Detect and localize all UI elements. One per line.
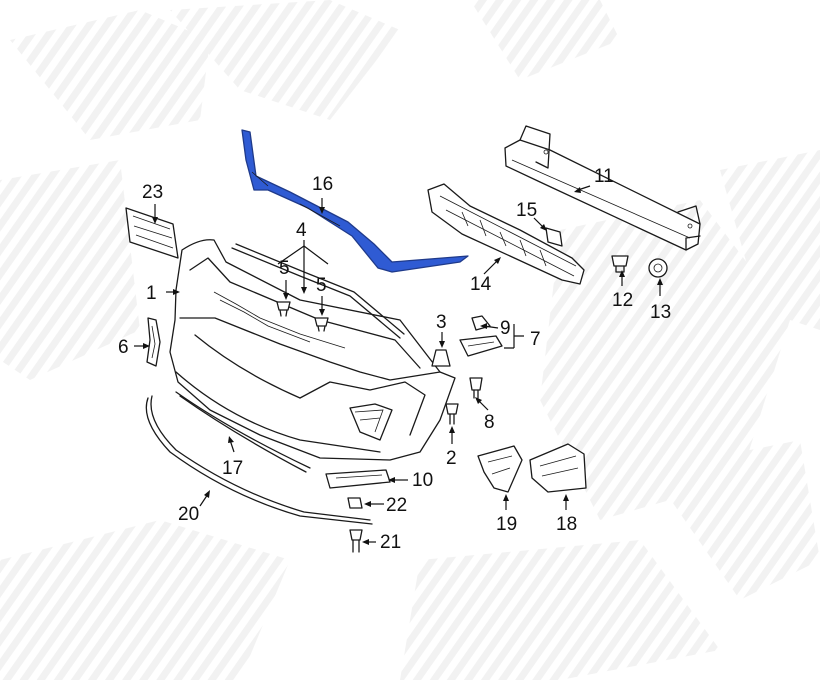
part-11-reinforcement-bar [504, 125, 701, 251]
part-17-lower-strip [175, 391, 311, 473]
callout-11: 11 [594, 166, 614, 187]
part-14-energy-absorber [427, 183, 585, 285]
part-10-lower-bracket [325, 469, 391, 489]
part-22-clip [347, 497, 363, 509]
part-21-screw [349, 529, 363, 553]
part-20-lower-lip [145, 395, 373, 525]
part-6-side-bracket [146, 317, 161, 367]
callout-17: 17 [222, 458, 243, 479]
part-13-nut [648, 258, 668, 278]
part-2-screw [445, 403, 459, 425]
callout-15: 15 [516, 200, 537, 221]
callout-16: 16 [312, 174, 333, 195]
callout-10: 10 [412, 470, 433, 491]
part-3-clip [431, 349, 451, 367]
part-23-license-bracket [125, 207, 179, 259]
callout-12: 12 [612, 290, 633, 311]
part-15-block [545, 227, 563, 247]
callout-20: 20 [178, 504, 199, 525]
callout-23: 23 [142, 182, 163, 203]
callout-6: 6 [118, 337, 129, 358]
callout-7: 7 [530, 329, 541, 350]
callout-18: 18 [556, 514, 577, 535]
part-8-screw [469, 377, 483, 399]
part-19-fog-bracket [477, 445, 523, 493]
callout-1: 1 [146, 283, 157, 304]
callout-14: 14 [470, 274, 492, 295]
part-16-upper-molding [241, 129, 469, 273]
callout-5b: 5 [316, 275, 327, 296]
callout-8: 8 [484, 412, 495, 433]
callout-13: 13 [650, 302, 671, 323]
callout-21: 21 [380, 532, 401, 553]
part-5-clip-left [276, 301, 291, 317]
callout-labels: 1 2 3 4 5 5 6 7 8 9 10 11 12 13 14 15 16… [118, 166, 671, 553]
callout-19: 19 [496, 514, 517, 535]
callout-9: 9 [500, 318, 511, 339]
part-5-clip-right [314, 317, 329, 332]
part-9-clip [471, 315, 491, 331]
part-12-bolt [611, 255, 629, 273]
callout-3: 3 [436, 312, 447, 333]
leader-lines [134, 185, 663, 545]
part-18-fog-cover [529, 443, 587, 493]
part-4-trim-strip [231, 243, 405, 339]
part-7-side-bracket [459, 335, 503, 357]
callout-5a: 5 [279, 258, 290, 279]
callout-2: 2 [446, 448, 457, 469]
part-1-bumper-cover [169, 239, 456, 461]
callout-22: 22 [386, 495, 407, 516]
callout-4: 4 [296, 220, 307, 241]
